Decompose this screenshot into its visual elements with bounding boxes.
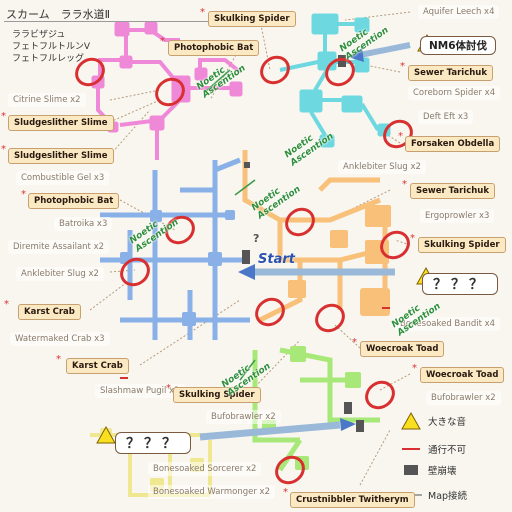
star-icon: * [352,337,357,348]
star-icon: * [4,299,9,310]
label-woecroak-toad-2: Woecroak Toad [420,367,505,383]
start-marker: Start [258,252,295,267]
star-icon: * [283,487,288,498]
question-mark: ? [253,232,260,245]
star-icon: * [412,363,417,374]
legend-big-sound-label: 大きな音 [428,417,467,428]
label-bufobrawler-right: Bufobrawler x2 [426,391,501,405]
label-bonesoaked-sorcerer: Bonesoaked Sorcerer x2 [148,462,262,476]
label-bufobrawler-bottom: Bufobrawler x2 [206,410,281,424]
nm-quest-box: NM6体討伐 [420,36,497,55]
star-icon: * [21,189,26,200]
label-anklebiter-right: Anklebiter Slug x2 [338,160,426,174]
star-icon: * [402,179,407,190]
star-icon: * [200,7,205,18]
legend-map-connect: Map接続 [400,487,467,503]
star-icon: * [400,61,405,72]
star-icon: * [56,354,61,365]
label-forsaken-obdella: Forsaken Obdella [405,136,501,152]
star-icon: * [160,36,165,47]
subtitle-1: ララビザジュ [12,30,66,40]
label-bonesoaked-bandit: Bonesoaked Bandit x4 [395,317,501,331]
label-aquifer-leech: Aquifer Leech x4 [418,5,500,19]
legend-big-sound: 大きな音 [400,413,466,429]
label-coreborn-spider: Coreborn Spider x4 [408,86,501,100]
label-photophobic-bat-mid: Photophobic Bat [28,193,120,209]
label-ergoprowler: Ergoprowler x3 [420,209,495,223]
label-skulking-spider-top: Skulking Spider [208,11,296,27]
label-karst-crab-2: Karst Crab [66,358,129,374]
unknown-right-box: ？？？ [422,273,498,295]
label-sewer-tarichuk-mid: Sewer Tarichuk [410,183,495,199]
label-diremite: Diremite Assailant x2 [8,240,110,254]
label-batroika: Batroika x3 [54,217,113,231]
label-woecroak-toad-1: Woecroak Toad [360,341,445,357]
label-citrine-slime: Citrine Slime x2 [8,93,86,107]
label-anklebiter-left: Anklebiter Slug x2 [16,267,104,281]
unknown-bottom-box: ？？？ [115,432,191,454]
label-watermaked-crab: Watermaked Crab x3 [10,332,110,346]
label-skulking-spider-bottom: Skulking Spider [173,387,261,403]
star-icon: * [1,144,6,155]
subtitle-3: フェトフルレッグ [12,54,85,64]
star-icon: * [1,111,6,122]
legend-no-pass-label: 通行不可 [428,445,467,456]
legend-no-pass: 通行不可 [400,441,466,457]
label-sludgeslither-2: Sludgeslither Slime [8,148,114,164]
label-sludgeslither-1: Sludgeslither Slime [8,115,114,131]
star-icon: * [410,233,415,244]
label-sewer-tarichuk-top: Sewer Tarichuk [408,65,493,81]
label-slashmaw: Slashmaw Pugil x2 [95,384,185,398]
map-title: スカーム ララ水道Ⅱ [6,8,111,21]
label-skulking-spider-right: Skulking Spider [418,237,506,253]
legend-map-connect-label: Map接続 [428,491,468,502]
label-karst-crab-1: Karst Crab [18,304,81,320]
subtitle-2: フェトフルトルンV [12,42,90,52]
label-bonesoaked-warmonger: Bonesoaked Warmonger x2 [148,485,275,499]
star-icon: * [166,383,171,394]
star-icon: * [398,131,403,142]
title-divider [4,21,232,22]
label-photophobic-bat-top: Photophobic Bat [168,40,260,56]
legend-breakable-wall-label: 壁崩壊 [428,466,457,477]
label-deft-eft: Deft Eft x3 [418,110,474,124]
legend-breakable-wall: 壁崩壊 [400,462,457,478]
label-crustnibbler: Crustnibbler Twitherym [290,492,415,508]
label-combustible-gel: Combustible Gel x3 [16,171,110,185]
